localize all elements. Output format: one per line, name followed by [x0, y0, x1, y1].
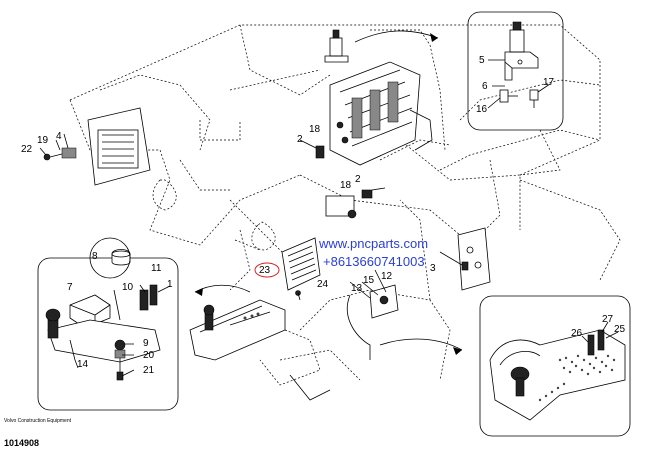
valve-right [439, 227, 491, 291]
label-1: 1 [167, 279, 173, 290]
label-12: 12 [381, 271, 393, 282]
footer-brand: Volvo Construction Equipment [4, 418, 71, 424]
switch-bracket [346, 269, 399, 360]
label-9: 9 [143, 338, 149, 349]
cap-item-8 [89, 237, 131, 279]
label-8: 8 [92, 251, 98, 262]
reference-labels: 1 2 2 3 4 5 6 7 8 9 10 11 12 13 14 15 16… [21, 55, 626, 376]
label-22: 22 [21, 144, 33, 155]
label-2: 2 [297, 134, 303, 145]
label-6: 6 [482, 81, 488, 92]
watermark: www.pncparts.com +8613660741003 [318, 236, 428, 269]
electrical-box-left [39, 107, 151, 186]
arrow-to-detail-left [194, 284, 251, 293]
watermark-url: www.pncparts.com [318, 236, 428, 251]
detail-box-lower-left [37, 257, 179, 411]
highlight-circle-23 [254, 262, 280, 278]
label-17: 17 [543, 77, 555, 88]
arrow-to-detail-right [379, 338, 463, 351]
label-14: 14 [77, 359, 89, 370]
label-20: 20 [143, 350, 155, 361]
label-18-lower: 18 [340, 180, 352, 191]
label-5: 5 [479, 55, 485, 66]
label-10: 10 [122, 282, 134, 293]
label-18: 18 [309, 124, 321, 135]
label-7: 7 [67, 282, 73, 293]
control-valve [329, 61, 433, 166]
label-16: 16 [476, 104, 488, 115]
textured-panel [538, 354, 616, 402]
label-3: 3 [430, 263, 436, 274]
label-23: 23 [259, 265, 271, 276]
pressure-switch-top [324, 29, 349, 63]
detail-box-lower-right [479, 295, 631, 437]
label-15: 15 [363, 275, 375, 286]
ecu-unit [254, 237, 321, 301]
label-13: 13 [351, 283, 363, 294]
label-25: 25 [614, 324, 626, 335]
label-11: 11 [151, 263, 162, 274]
label-21: 21 [143, 365, 155, 376]
label-26: 26 [571, 328, 583, 339]
label-27: 27 [602, 314, 614, 325]
watermark-phone: +8613660741003 [323, 254, 425, 269]
detail-box-top-right [467, 11, 564, 131]
label-24: 24 [317, 279, 329, 290]
label-2-lower: 2 [355, 174, 361, 185]
sensors [299, 139, 386, 219]
armrest-console [189, 299, 331, 401]
label-19: 19 [37, 135, 49, 146]
footer-drawing-number: 1014908 [4, 438, 40, 448]
label-4: 4 [56, 131, 62, 142]
arrow-to-detail-top [354, 30, 439, 43]
